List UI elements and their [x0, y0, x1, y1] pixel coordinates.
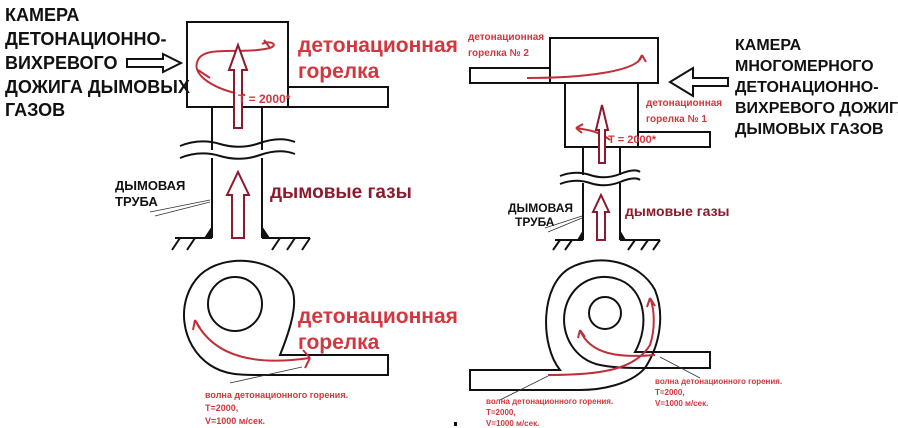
burner1-label-line: горелка № 1: [646, 114, 707, 125]
burner1-pipe: [637, 131, 711, 148]
burner2-label-line: детонационная: [468, 32, 544, 43]
pipe-break: [179, 138, 296, 160]
left-diagram: КАМЕРА ДЕТОНАЦИОННО- ВИХРЕВОГО ДОЖИГА ДЫ…: [5, 5, 458, 426]
wave-label-line: V=1000 м/сек.: [655, 399, 708, 408]
inner-spiral-casing: [563, 275, 711, 369]
wave-pointer: [499, 356, 701, 401]
chimney-label-line: ДЫМОВАЯ: [115, 178, 185, 193]
wave-pointer: [229, 366, 303, 384]
burner-label-line: горелка: [298, 60, 380, 83]
chimney-pointer: [544, 215, 583, 233]
detonation-wave-arrow-outer: [547, 297, 656, 376]
label-line: ГАЗОВ: [5, 100, 65, 120]
burner2-pipe: [469, 67, 551, 84]
burner-label-line: детонационная: [298, 34, 458, 57]
right-chimney: [582, 147, 621, 240]
right-chamber-label: КАМЕРА МНОГОМЕРНОГО ДЕТОНАЦИОННО- ВИХРЕВ…: [735, 37, 898, 138]
spiral-burner-label-line: горелка: [298, 331, 380, 354]
flue-gas-label: дымовые газы: [625, 203, 730, 219]
ground-hatching: [552, 239, 661, 251]
wave-label-line: T=2000,: [486, 408, 516, 417]
hollow-arrow-left: [668, 66, 729, 98]
weld: [577, 230, 626, 240]
chimney-label-line: ДЫМОВАЯ: [508, 201, 573, 215]
label-line: ДЕТОНАЦИОННО-: [735, 79, 879, 96]
wave-label-line: T=2000,: [655, 388, 685, 397]
swirl-arrow: [195, 39, 275, 96]
weld: [204, 226, 270, 238]
spiral-core: [588, 296, 622, 330]
outer-spiral-casing: [469, 259, 662, 391]
left-chamber-label: КАМЕРА ДЕТОНАЦИОННО- ВИХРЕВОГО ДОЖИГА ДЫ…: [5, 5, 190, 120]
temperature-label: T = 2000*: [608, 134, 657, 146]
wave-label-line: V=1000 м/сек.: [486, 419, 539, 428]
wave-label-line: волна детонационного горения.: [486, 397, 613, 406]
wave-label-line: волна детонационного горения.: [205, 390, 348, 400]
hollow-arrow-right: [126, 52, 184, 74]
pipe-break: [559, 169, 641, 187]
spiral-casing: [183, 259, 389, 376]
stray-dot: [454, 422, 457, 426]
burner1-flow-arrow: [575, 123, 611, 141]
wave-label-line: T=2000,: [205, 403, 238, 413]
label-line: ВИХРЕВОГО ДОЖИГА: [735, 100, 898, 117]
detonation-wave-arrow: [192, 319, 311, 369]
upward-arrow-hot: [594, 104, 610, 164]
burner2-flow-arrow: [526, 54, 647, 79]
right-diagram: детонационная горелка № 2 T = 2000* дето…: [454, 32, 898, 428]
chimney-label-line: ТРУБА: [115, 194, 158, 209]
spiral-core: [207, 276, 263, 332]
label-line: КАМЕРА: [5, 5, 79, 25]
spiral-burner-label-line: детонационная: [298, 305, 458, 328]
burner2-label-line: горелка № 2: [468, 48, 529, 59]
chimney-pointer: [149, 199, 211, 217]
left-burner-pipe: [287, 86, 389, 108]
label-line: ДОЖИГА ДЫМОВЫХ: [5, 77, 190, 97]
temperature-label: T = 2000*: [238, 92, 291, 106]
flue-gas-label: дымовые газы: [270, 182, 412, 203]
label-line: МНОГОМЕРНОГО: [735, 58, 874, 75]
wave-label-line: V=1000 м/сек.: [205, 416, 265, 426]
upward-arrow-gas: [591, 192, 611, 241]
label-line: ДЫМОВЫХ ГАЗОВ: [735, 121, 884, 138]
wave-label-line: волна детонационного горения.: [655, 377, 782, 386]
chimney-label-line: ТРУБА: [515, 215, 555, 229]
label-line: ДЕТОНАЦИОННО-: [5, 29, 166, 49]
label-line: ВИХРЕВОГО: [5, 53, 117, 73]
upward-arrow-hot: [227, 42, 249, 129]
upward-arrow-gas: [225, 169, 251, 239]
label-line: КАМЕРА: [735, 37, 802, 54]
ground-hatching: [171, 237, 311, 251]
burner1-label-line: детонационная: [646, 98, 722, 109]
left-chimney: [211, 107, 263, 238]
detonation-wave-arrow-inner: [577, 329, 656, 357]
